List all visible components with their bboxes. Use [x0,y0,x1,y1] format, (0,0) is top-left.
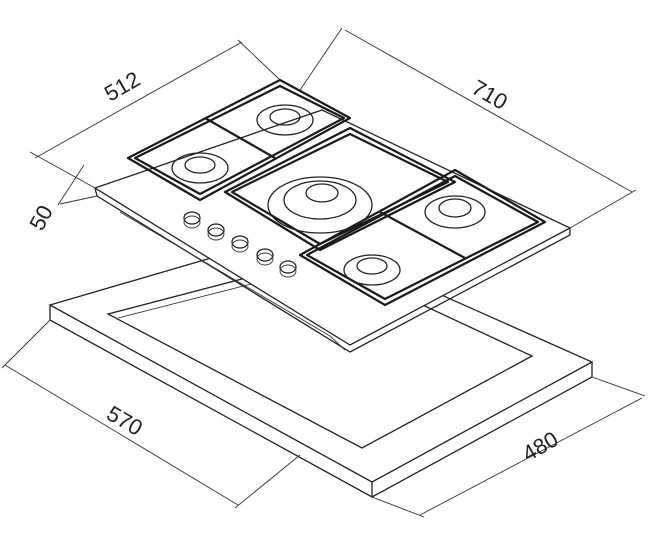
dimension-hob-width: 710 [468,75,512,115]
burner-rear-left [256,104,314,136]
pan-supports [126,78,547,307]
knob [231,235,249,253]
burner-front-left [171,152,229,184]
dimension-cutout-width: 570 [103,401,147,441]
burner-rear-right [424,195,486,229]
burner-front-right [343,254,401,286]
knob [183,211,201,229]
burners [171,104,486,286]
control-knobs [183,211,297,278]
dimension-hob-height: 50 [24,201,58,234]
knob [207,223,225,241]
knob [279,260,297,278]
burner-wok-center [267,176,373,234]
knob [256,248,274,266]
dimension-lines [1,27,646,518]
gas-hob [93,78,572,353]
